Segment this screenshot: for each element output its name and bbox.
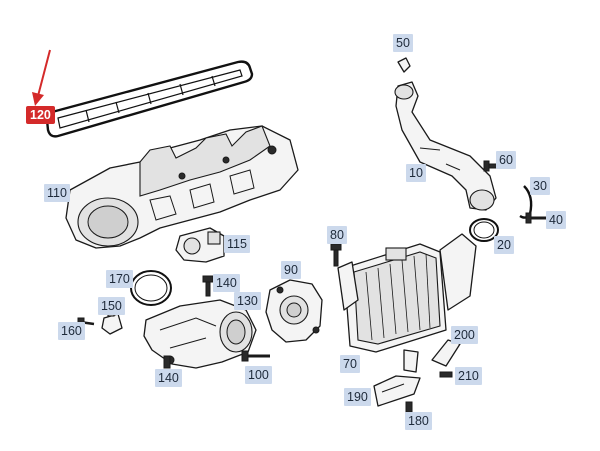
callout-200[interactable]: 200 xyxy=(451,326,478,344)
bolt-140-upper xyxy=(202,275,214,297)
bolt-100 xyxy=(241,350,270,362)
callout-10[interactable]: 10 xyxy=(406,164,426,182)
throttle-body-130 xyxy=(143,299,257,369)
actuator-115 xyxy=(175,227,225,263)
charge-pipe-10 xyxy=(394,81,497,211)
bolt-210 xyxy=(439,371,453,378)
bolt-80 xyxy=(330,243,342,267)
callout-160[interactable]: 160 xyxy=(58,322,85,340)
housing-90 xyxy=(265,279,323,343)
callout-130[interactable]: 130 xyxy=(234,292,261,310)
callout-140-lower[interactable]: 140 xyxy=(155,369,182,387)
callout-150[interactable]: 150 xyxy=(98,297,125,315)
callout-50[interactable]: 50 xyxy=(393,34,413,52)
bracket-200 xyxy=(431,339,461,367)
callout-100[interactable]: 100 xyxy=(245,366,272,384)
o-ring-20 xyxy=(469,218,499,242)
callout-70[interactable]: 70 xyxy=(340,355,360,373)
bolt-140-lower xyxy=(163,355,171,369)
callout-20[interactable]: 20 xyxy=(494,236,514,254)
callout-115[interactable]: 115 xyxy=(224,235,250,253)
bolt-40 xyxy=(525,212,546,224)
callout-60[interactable]: 60 xyxy=(496,151,516,169)
callout-30[interactable]: 30 xyxy=(530,177,550,195)
o-ring-170 xyxy=(130,270,172,306)
callout-120[interactable]: 120 xyxy=(26,106,55,124)
intake-manifold-110 xyxy=(65,125,299,249)
callout-80[interactable]: 80 xyxy=(327,226,347,244)
intercooler-70 xyxy=(337,233,477,353)
callout-180[interactable]: 180 xyxy=(405,412,432,430)
gasket-120 xyxy=(45,60,254,138)
callout-140-upper[interactable]: 140 xyxy=(213,274,240,292)
callout-110[interactable]: 110 xyxy=(44,184,70,202)
bolt-180 xyxy=(405,401,413,413)
callout-40[interactable]: 40 xyxy=(546,211,566,229)
callout-190[interactable]: 190 xyxy=(344,388,371,406)
callout-170[interactable]: 170 xyxy=(106,270,133,288)
highlight-arrow xyxy=(32,49,51,106)
callout-90[interactable]: 90 xyxy=(281,261,301,279)
bracket-190 xyxy=(373,349,421,407)
clip-50 xyxy=(397,57,411,73)
callout-210[interactable]: 210 xyxy=(455,367,482,385)
